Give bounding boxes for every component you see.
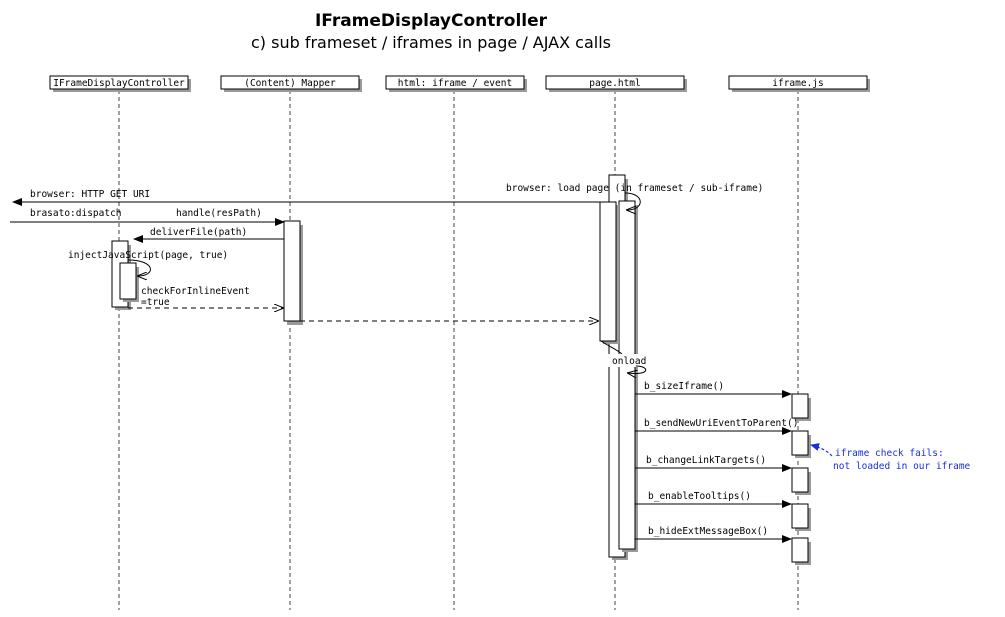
participant-ifdc-label: IFrameDisplayController [53,78,185,89]
msg-onload-arrow [628,365,646,374]
msg-inject-label: injectJavaScript(page, true) [68,250,228,261]
note-arrow [810,443,833,457]
msg-inject-arrow [127,259,151,276]
participant-html-iframe: html: iframe / event [385,75,527,92]
msg-hide-box-label: b_hideExtMessageBox() [648,526,768,537]
activation-iframejs-4 [791,503,811,531]
note-line-2: not loaded in our iframe [833,461,971,472]
participant-mapper-label: (Content) Mapper [244,78,336,89]
msg-size-iframe-label: b_sizeIframe() [644,381,724,392]
participant-ifdc: IFrameDisplayController [49,75,191,92]
msg-handle-label: handle(resPath) [176,208,262,219]
activation-ifdc-inner [119,262,139,302]
activation-page-load [599,201,619,344]
msg-browser-load-label: browser: load page (in frameset / sub-if… [506,183,763,194]
activation-mapper [283,220,303,325]
msg-browser-load-arrow [624,192,641,210]
msg-send-uri-label: b_sendNewUriEventToParent() [644,418,798,429]
activation-iframejs-5 [791,537,811,565]
activation-iframejs-2 [791,430,811,458]
participant-iframe-js: iframe.js [728,75,870,92]
msg-check-label-2: =true [141,297,170,308]
participant-iframe-js-label: iframe.js [772,78,823,89]
onload-label-bg [608,354,648,367]
msg-browser-get-label: browser: HTTP GET URI [30,189,150,200]
activation-iframejs-1 [791,393,811,421]
diagram-subtitle: c) sub frameset / iframes in page / AJAX… [251,33,611,52]
participant-html-iframe-label: html: iframe / event [398,78,512,89]
activation-page-inner [618,200,638,552]
participant-page-html: page.html [545,75,687,92]
participant-page-html-label: page.html [589,78,640,89]
msg-deliver-label: deliverFile(path) [150,227,247,238]
msg-onload-connector [600,340,623,355]
msg-brasato-label: brasato:dispatch [30,208,122,219]
msg-onload-label: onload [612,356,646,367]
msg-change-links-label: b_changeLinkTargets() [646,455,766,466]
diagram-title: IFrameDisplayController [315,11,548,31]
msg-tooltips-label: b_enableTooltips() [648,491,751,502]
participant-mapper: (Content) Mapper [220,75,362,92]
note-line-1: iframe check fails: [835,448,944,459]
msg-check-label-1: checkForInlineEvent [141,286,250,297]
activation-iframejs-3 [791,467,811,495]
